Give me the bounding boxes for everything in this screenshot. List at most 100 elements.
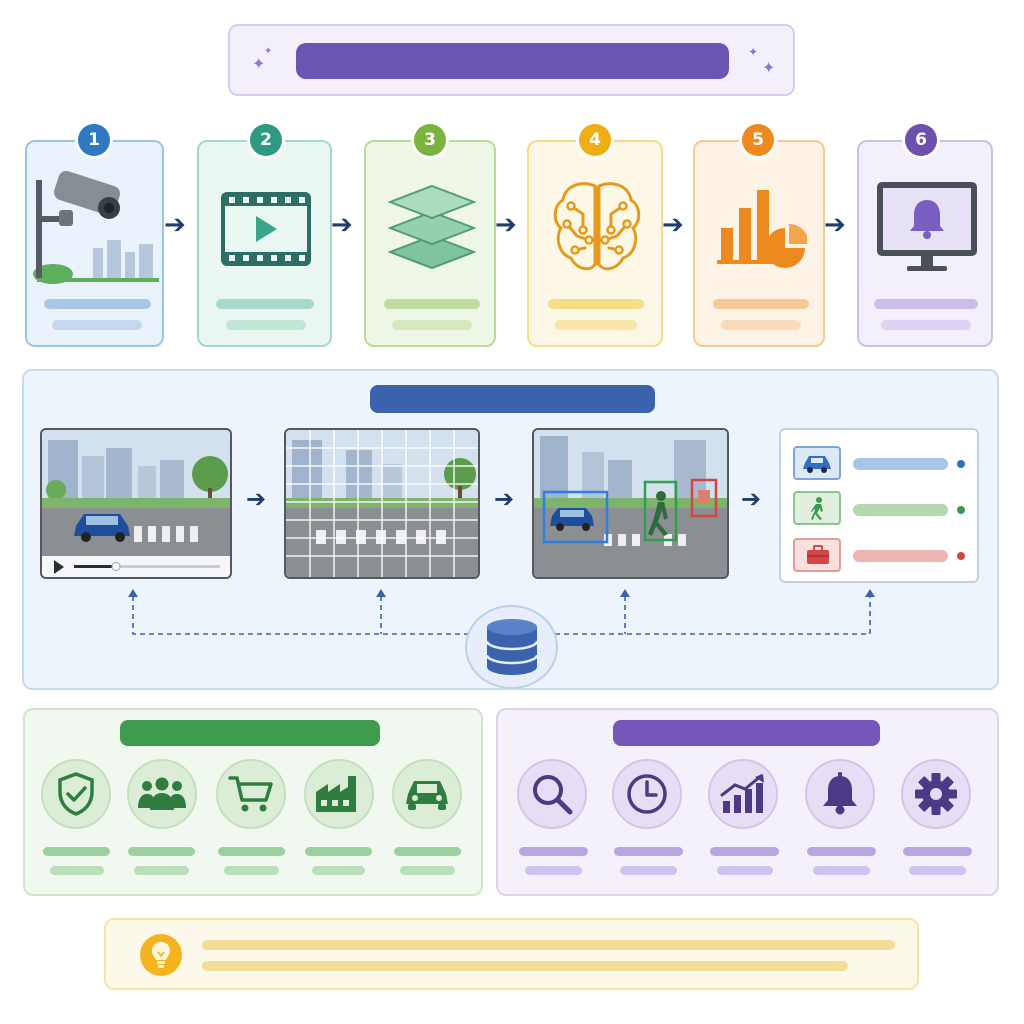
arrow-right-icon: ➔ [164, 210, 186, 240]
title-banner: ✦ ✦ ✦ ✦ [228, 24, 795, 96]
layers-icon [388, 184, 476, 270]
caption-bar [394, 847, 461, 856]
caption-bar [881, 320, 971, 330]
detection-row-car [793, 446, 841, 480]
step-card-analytics [693, 140, 825, 347]
caption-bar [43, 847, 110, 856]
caption-bar [312, 866, 365, 875]
bell-icon [823, 772, 857, 815]
monitor-alert-icon [877, 182, 977, 271]
result-bar [853, 504, 948, 516]
people-group-icon [138, 777, 186, 810]
step-badge: 4 [579, 124, 611, 156]
application-industry [304, 759, 374, 829]
tip-panel [104, 918, 919, 990]
applications-title-bar [120, 720, 380, 746]
caption-bar [555, 320, 637, 330]
caption-bar [50, 866, 104, 875]
grid-frame [284, 428, 480, 579]
step-card-capture [25, 140, 164, 347]
step-badge: 1 [78, 124, 110, 156]
arrow-right-icon: ➔ [494, 485, 515, 513]
shopping-cart-icon [228, 776, 273, 812]
status-dot [957, 506, 965, 514]
arrow-right-icon: ➔ [741, 485, 762, 513]
pipeline-title-bar [370, 385, 655, 413]
sparkle-icon: ✦ [264, 46, 273, 57]
lightbulb-icon [152, 942, 170, 968]
arrow-right-icon: ➔ [824, 210, 846, 240]
arrow-right-icon: ➔ [662, 210, 684, 240]
caption-bar [525, 866, 582, 875]
result-bar [853, 550, 948, 562]
step-badge: 5 [742, 124, 774, 156]
detection-row-pedestrian [793, 491, 841, 525]
video-frame [40, 428, 232, 579]
feature-search [517, 759, 587, 829]
detection-frame [532, 428, 729, 579]
feature-history [612, 759, 682, 829]
step-card-video [197, 140, 332, 347]
tip-text-bar [202, 961, 848, 971]
brain-circuit-icon [553, 182, 641, 271]
feature-settings [901, 759, 971, 829]
caption-bar [52, 320, 142, 330]
status-dot [957, 552, 965, 560]
step-badge: 3 [414, 124, 446, 156]
step-card-alerts [857, 140, 993, 347]
caption-bar [384, 299, 480, 309]
caption-bar [134, 866, 189, 875]
caption-bar [305, 847, 372, 856]
sparkle-icon: ✦ [252, 54, 266, 73]
analytics-chart-icon [717, 190, 807, 268]
sparkle-icon: ✦ [748, 45, 759, 59]
car-icon [406, 781, 448, 810]
result-bar [853, 458, 948, 470]
caption-bar [721, 320, 801, 330]
detection-results-list [779, 428, 979, 583]
feature-trends [708, 759, 778, 829]
caption-bar [717, 866, 773, 875]
caption-bar [909, 866, 966, 875]
step-card-ai-model [527, 140, 663, 347]
caption-bar [519, 847, 588, 856]
caption-bar [874, 299, 978, 309]
tip-text-bar [202, 940, 895, 950]
caption-bar [807, 847, 876, 856]
caption-bar [218, 847, 285, 856]
detection-scene-image [534, 430, 727, 577]
caption-bar [224, 866, 279, 875]
factory-icon [316, 776, 356, 812]
shield-check-icon [58, 772, 94, 816]
caption-bar [713, 299, 809, 309]
tip-icon-badge [140, 934, 182, 976]
step-badge: 6 [905, 124, 937, 156]
caption-bar [216, 299, 314, 309]
status-dot [957, 460, 965, 468]
video-film-icon [221, 192, 311, 266]
caption-bar [710, 847, 779, 856]
database-icon [485, 619, 539, 675]
arrow-right-icon: ➔ [331, 210, 353, 240]
caption-bar [226, 320, 306, 330]
cctv-camera-icon [33, 170, 159, 284]
clock-icon [627, 774, 667, 814]
caption-bar [392, 320, 472, 330]
application-retail [216, 759, 286, 829]
caption-bar [548, 299, 644, 309]
street-scene-image [42, 430, 230, 577]
application-security [41, 759, 111, 829]
caption-bar [813, 866, 870, 875]
gear-icon [915, 773, 957, 815]
search-icon [533, 775, 573, 815]
segmented-scene-image [286, 430, 478, 577]
bag-icon [807, 545, 829, 564]
caption-bar [620, 866, 677, 875]
trend-chart-icon [720, 774, 764, 813]
pedestrian-icon [811, 497, 823, 520]
application-traffic [392, 759, 462, 829]
storage-node [465, 605, 558, 689]
caption-bar [614, 847, 683, 856]
caption-bar [400, 866, 455, 875]
feature-alerts [805, 759, 875, 829]
